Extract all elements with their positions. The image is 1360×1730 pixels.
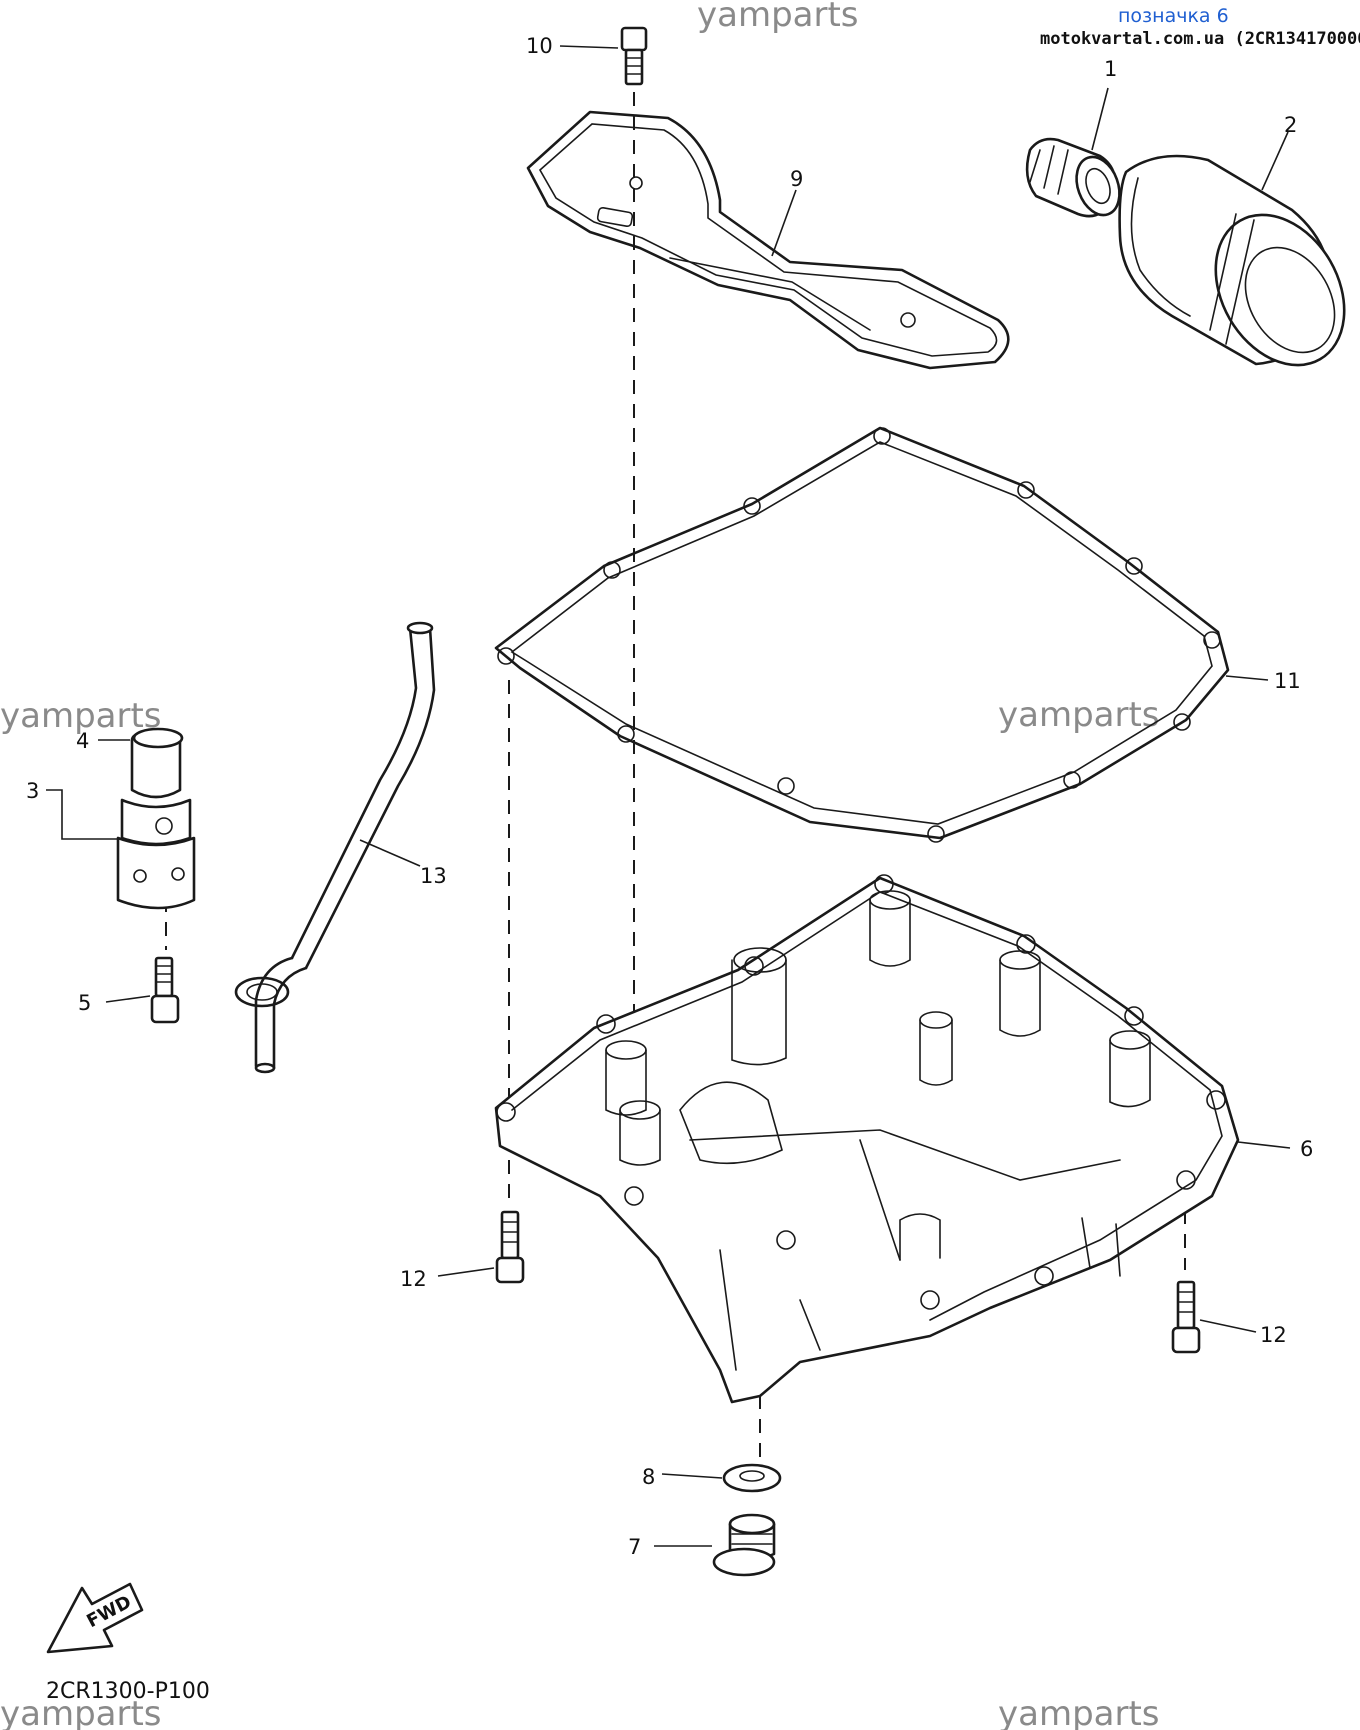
callout-10: 10 xyxy=(526,34,553,58)
o-ring-4 xyxy=(132,727,184,749)
leader-2 xyxy=(1261,131,1289,191)
leader-3 xyxy=(46,789,120,840)
tag-title: позначка 6 xyxy=(1118,5,1229,27)
oil-pan-gasket-11 xyxy=(494,426,1230,843)
callout-5: 5 xyxy=(78,991,91,1015)
callout-13: 13 xyxy=(420,864,447,888)
callout-8: 8 xyxy=(642,1465,655,1489)
watermark-right: yamparts xyxy=(998,695,1160,735)
leader-12a xyxy=(437,1267,495,1277)
callout-1: 1 xyxy=(1104,57,1117,81)
watermark-bottom-left: yamparts xyxy=(0,1694,162,1730)
strainer-gasket-9 xyxy=(526,110,1010,370)
callout-6: 6 xyxy=(1300,1137,1313,1161)
oil-pump-3 xyxy=(116,728,196,910)
leader-12b xyxy=(1199,1319,1257,1333)
bolt-10 xyxy=(620,26,648,86)
callout-7: 7 xyxy=(628,1535,641,1559)
bolt-5 xyxy=(150,956,180,1024)
callout-4: 4 xyxy=(76,729,89,753)
oil-filter-2 xyxy=(1118,154,1346,367)
callout-12-left: 12 xyxy=(400,1267,427,1291)
drain-plug-7 xyxy=(712,1513,776,1577)
callout-2: 2 xyxy=(1284,113,1297,137)
leader-6 xyxy=(1237,1141,1291,1149)
leader-1 xyxy=(1091,87,1109,151)
fitting-1 xyxy=(1025,137,1121,218)
callout-11: 11 xyxy=(1274,669,1301,693)
leader-9 xyxy=(771,189,797,257)
fwd-arrow-icon: FWD xyxy=(46,1582,144,1654)
dipstick-tube-13 xyxy=(234,621,436,1074)
callout-3: 3 xyxy=(26,779,39,803)
leader-8 xyxy=(661,1473,723,1479)
leader-10 xyxy=(559,45,619,49)
watermark-left: yamparts xyxy=(0,696,162,736)
bolt-12-right xyxy=(1171,1280,1201,1354)
callout-12-right: 12 xyxy=(1260,1323,1287,1347)
leader-13 xyxy=(359,839,421,867)
leader-5 xyxy=(105,995,151,1003)
leader-11 xyxy=(1225,675,1269,681)
bolt-12-left xyxy=(495,1210,525,1284)
washer-8 xyxy=(722,1463,782,1493)
diagram-code: 2CR1300-P100 xyxy=(46,1679,210,1704)
callout-9: 9 xyxy=(790,167,803,191)
tag-source: motokvartal.com.ua (2CR134170000) xyxy=(1040,29,1360,49)
watermark-bottom-right: yamparts xyxy=(998,1694,1160,1730)
watermark-top: yamparts xyxy=(697,0,859,35)
oil-pan-6 xyxy=(494,874,1240,1404)
